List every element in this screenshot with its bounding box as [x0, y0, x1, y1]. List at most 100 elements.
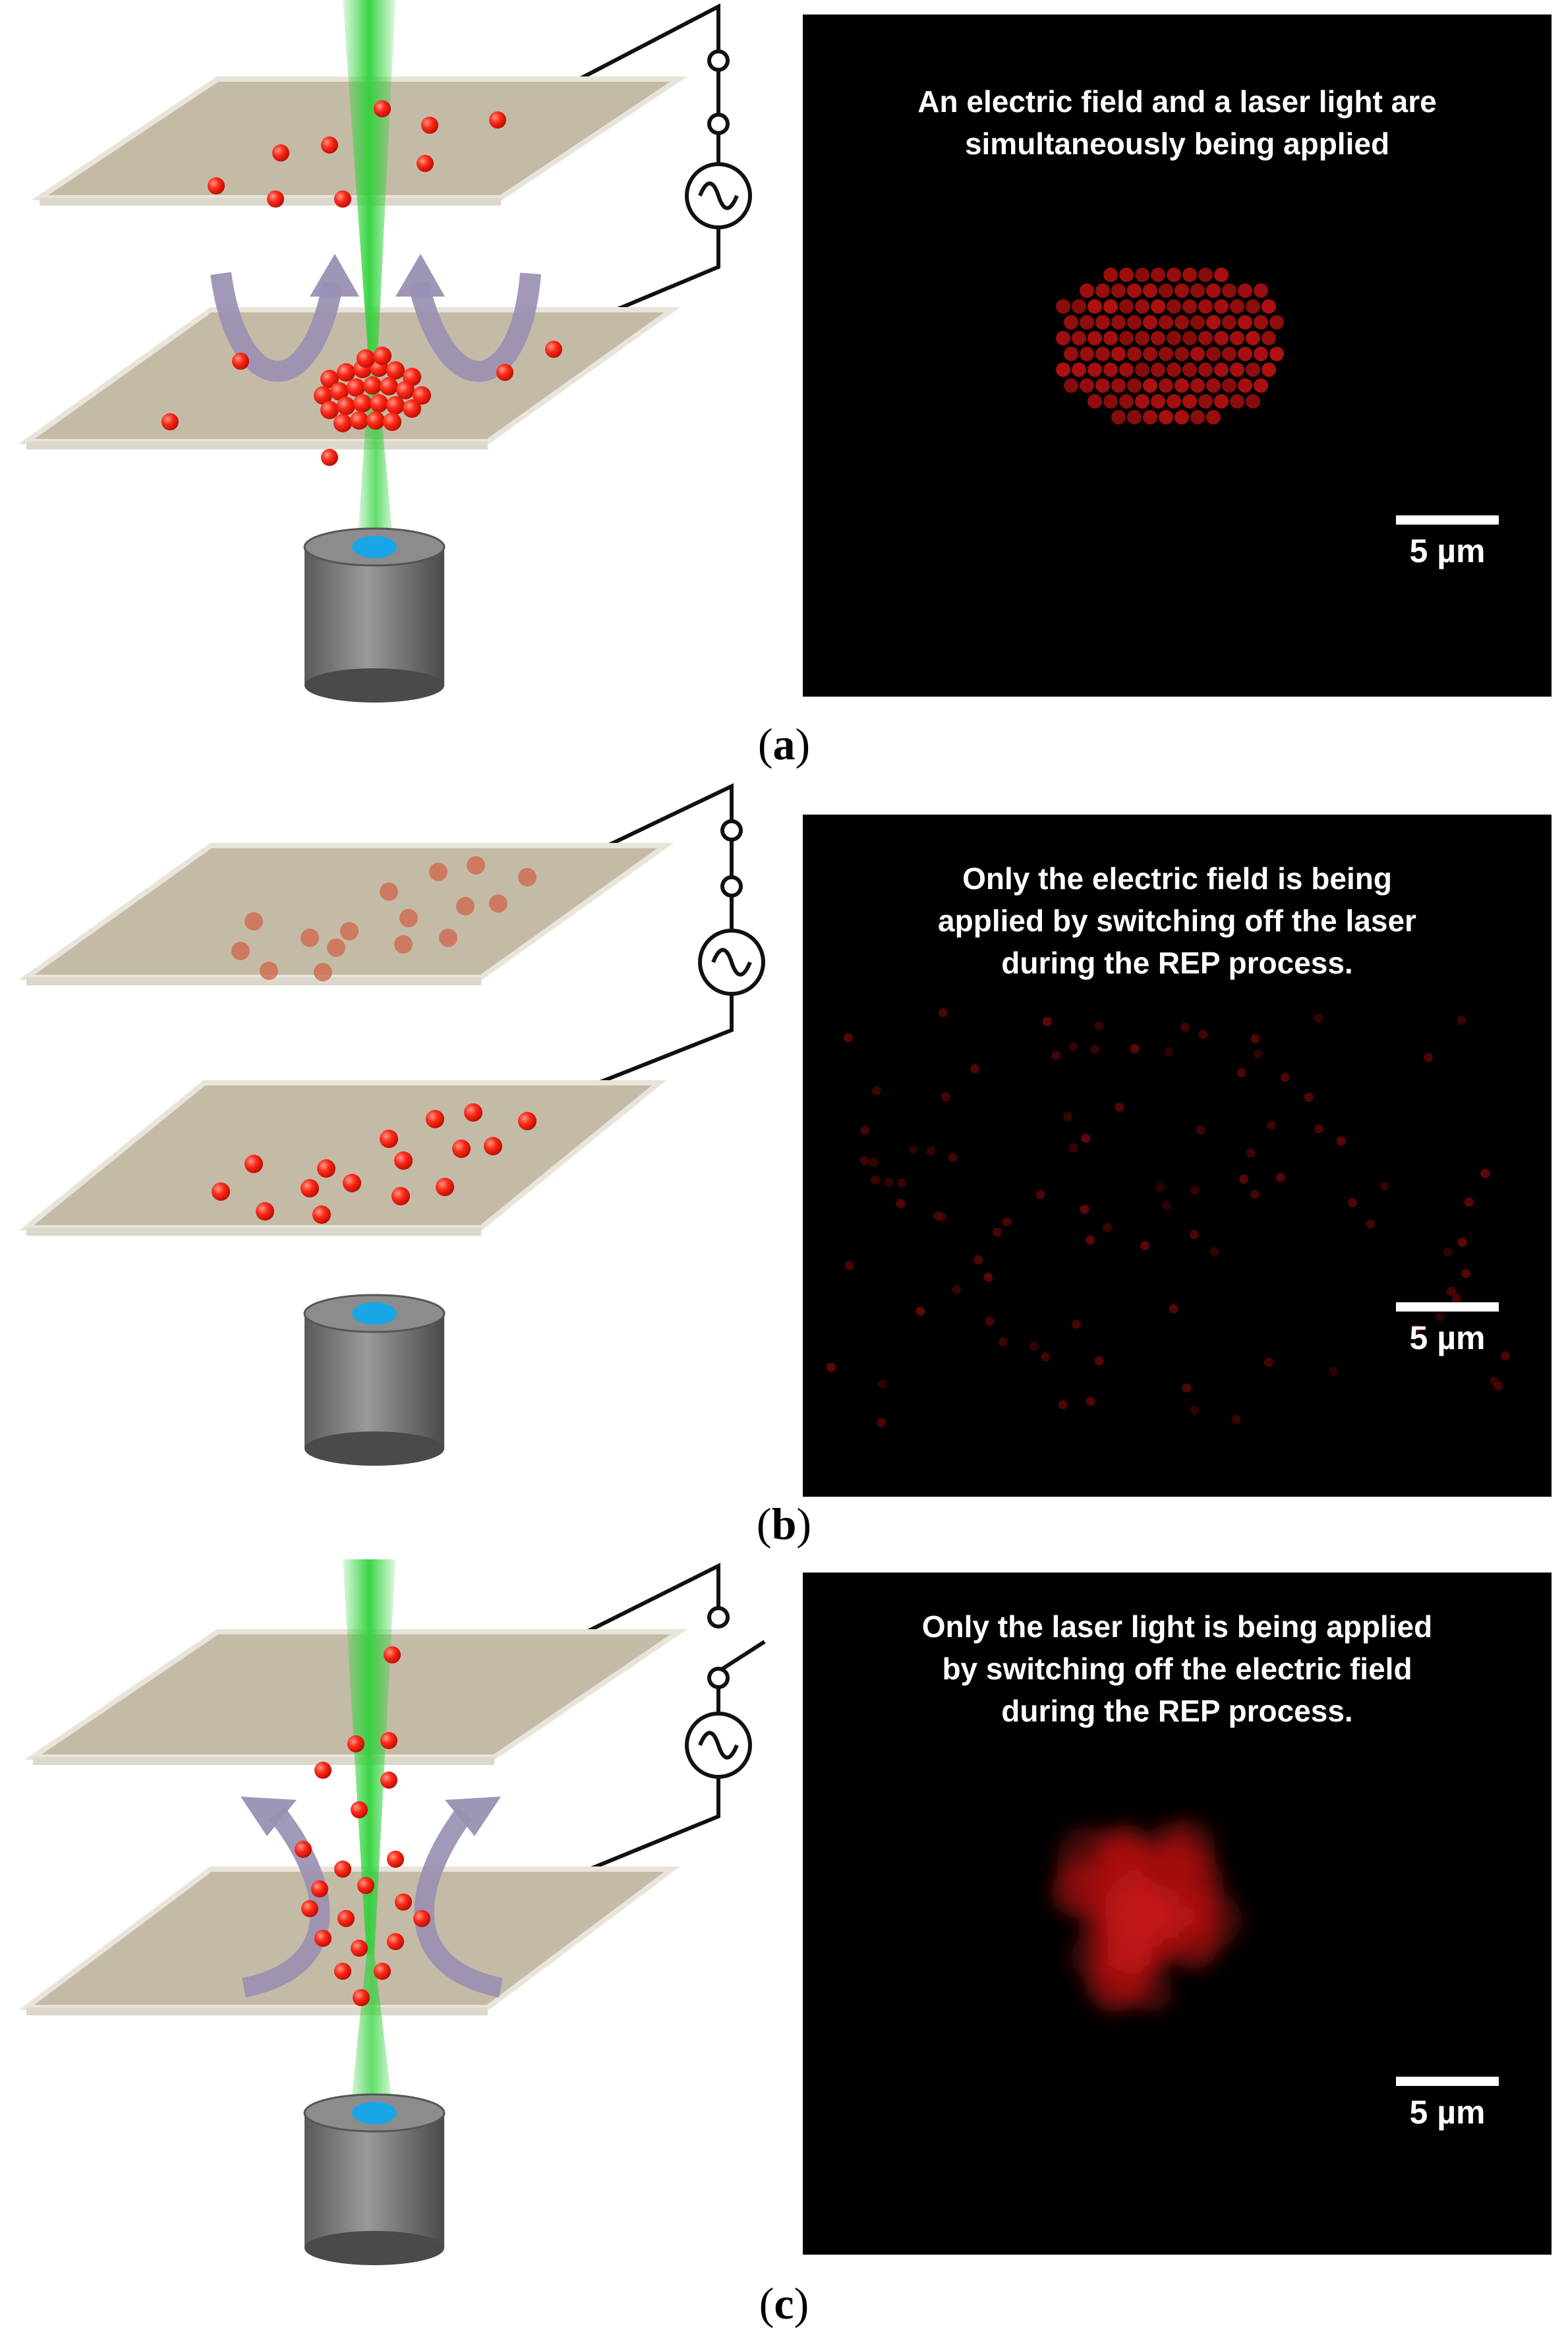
particle-dot — [1246, 394, 1260, 409]
objective-lens-c — [303, 2093, 446, 2265]
particle-dot — [1175, 378, 1189, 393]
panel-c: Only the laser light is being applied by… — [0, 1559, 1568, 2339]
top-plate-b — [18, 843, 674, 985]
particle-dot — [871, 1175, 881, 1185]
particle-dot — [1190, 378, 1205, 393]
particle-dot — [1198, 394, 1213, 409]
particle-dot — [1461, 1269, 1471, 1279]
particle-dot — [1222, 378, 1236, 393]
particle-dot — [1190, 1405, 1200, 1415]
particle-dot — [1159, 378, 1173, 393]
particle-dot — [1190, 410, 1205, 424]
particle-dot — [1167, 299, 1181, 314]
particle-dot — [926, 1146, 936, 1156]
particle-dot — [1182, 394, 1197, 409]
particle-dot — [1348, 1198, 1358, 1207]
particle-dot — [1198, 331, 1213, 345]
particle-dot — [1095, 315, 1110, 330]
particle-dot — [1198, 268, 1213, 282]
particle-dot — [1111, 283, 1126, 298]
particle-dot — [1190, 283, 1205, 298]
particle-dot — [1480, 1169, 1490, 1178]
particle-dot — [1103, 362, 1118, 377]
particle-dot — [1042, 1016, 1052, 1026]
blur-dot — [1165, 1847, 1219, 1902]
particle-dot — [1222, 283, 1236, 298]
particle-dot — [1501, 1351, 1511, 1361]
particle-dot — [1489, 1376, 1499, 1386]
particle-dot — [941, 1092, 951, 1102]
particle-dot — [915, 1306, 925, 1316]
particle-dot — [1086, 1397, 1095, 1406]
particle-dot — [1457, 1237, 1467, 1247]
panel-label-a: (a) — [757, 719, 811, 769]
particle-dot — [1135, 394, 1149, 409]
particle-dot — [1155, 1182, 1165, 1192]
particle-dot — [1206, 378, 1221, 393]
blur-dot — [1057, 1826, 1118, 1887]
laser-beam-c — [343, 1559, 395, 1955]
scale-label-c: 5 µm — [1409, 2094, 1486, 2131]
particle-dot — [1457, 1016, 1466, 1025]
particles-column-c — [295, 1646, 430, 2006]
particle-dot — [973, 1255, 983, 1265]
particle-dot — [1058, 1400, 1068, 1410]
particle-dot — [1182, 362, 1197, 377]
particle-dot — [1151, 362, 1165, 377]
particle-dot — [938, 1008, 948, 1018]
panel-b: Only the electric field is being applied… — [0, 780, 1568, 1559]
particle-dot — [1254, 378, 1268, 393]
scale-bar-c — [1396, 2077, 1499, 2086]
particle-dot — [1135, 299, 1149, 314]
particle-dot — [1198, 1029, 1208, 1039]
micrograph-b: Only the electric field is being applied… — [803, 815, 1552, 1497]
lens-icon — [352, 1302, 397, 1325]
particle-dot — [1304, 1092, 1314, 1102]
particle-dot — [1214, 394, 1229, 409]
objective-lens-b — [303, 1294, 446, 1466]
particle-dot — [1167, 331, 1181, 345]
particle-dot — [1119, 299, 1134, 314]
particle-dot — [1280, 1072, 1290, 1082]
schematic-b — [18, 783, 765, 1466]
particle-dot — [1088, 362, 1102, 377]
particle-dot — [1135, 268, 1149, 282]
scale-label-a: 5 µm — [1409, 533, 1486, 569]
particle-dot — [1222, 347, 1236, 361]
particle-dot — [1246, 362, 1260, 377]
particle-dot — [1275, 1172, 1285, 1182]
particles-top-b — [231, 856, 537, 981]
particle-dot — [1230, 331, 1244, 345]
particle-dot — [1143, 347, 1157, 361]
particle-dot — [1086, 1235, 1095, 1245]
particle-dot — [1127, 410, 1142, 424]
particle-dot — [1056, 362, 1070, 377]
particle-dot — [1119, 394, 1134, 409]
particle-dot — [1119, 331, 1134, 345]
particle-dot — [1072, 1319, 1082, 1329]
particle-dot — [1189, 1230, 1199, 1240]
particle-dot — [1041, 1352, 1051, 1362]
particle-dot — [1336, 1136, 1346, 1146]
particle-dot — [1095, 283, 1110, 298]
particle-dot — [998, 1337, 1008, 1347]
particle-dot — [1267, 1120, 1277, 1130]
bottom-plate-b — [18, 1080, 667, 1236]
particle-dot — [1094, 1356, 1104, 1366]
particle-dot — [1064, 315, 1078, 330]
particle-dot — [1263, 1357, 1273, 1367]
particle-dot — [843, 1033, 853, 1043]
particle-dot — [1103, 268, 1118, 282]
particle-dot — [1464, 1197, 1474, 1207]
particle-dot — [1423, 1053, 1433, 1062]
particle-dot — [1231, 1414, 1241, 1424]
particle-dot — [1246, 331, 1260, 345]
particle-cluster-a — [314, 347, 431, 432]
particle-dot — [1238, 378, 1252, 393]
particle-dot — [1254, 347, 1268, 361]
particles-top-a — [208, 100, 506, 208]
particle-dot — [1238, 283, 1252, 298]
terminal-icon — [707, 1606, 730, 1629]
particle-dot — [1269, 315, 1284, 330]
particle-dot — [1169, 1304, 1178, 1314]
